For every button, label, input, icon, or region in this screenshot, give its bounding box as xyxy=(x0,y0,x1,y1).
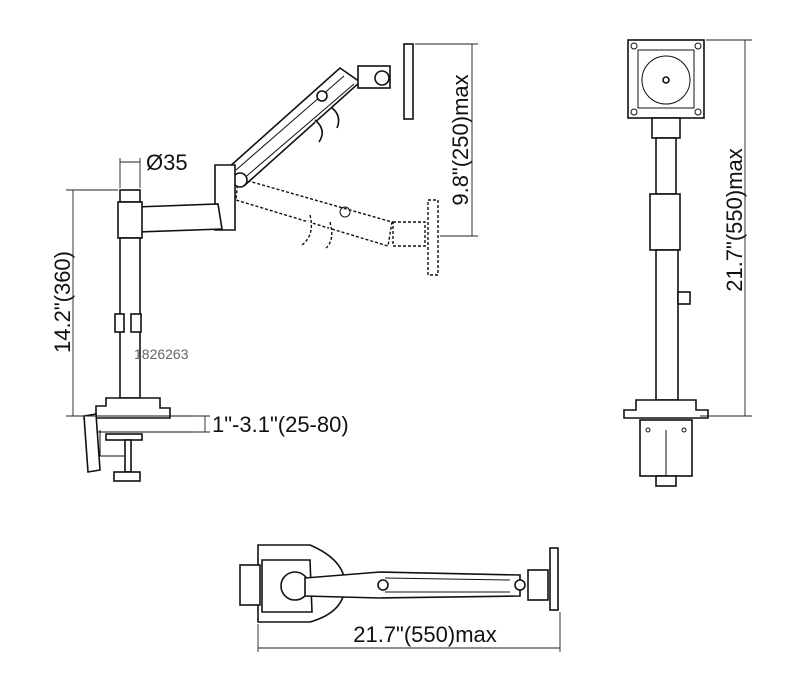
side-view xyxy=(66,43,478,482)
desk-thickness-label: 1"-3.1"(25-80) xyxy=(212,412,349,437)
upper-arm xyxy=(226,43,414,188)
lower-arm-position xyxy=(235,177,439,276)
reach-label: 21.7"(550)max xyxy=(353,622,497,647)
front-height-label: 21.7"(550)max xyxy=(722,148,747,292)
arm-vertical-range-label: 9.8"(250)max xyxy=(448,74,473,205)
watermark: 1826263 xyxy=(134,346,189,362)
top-view xyxy=(239,544,561,652)
pole-height-label: 14.2"(360) xyxy=(50,251,75,353)
pole-diameter-label: Ø35 xyxy=(146,150,188,175)
front-view xyxy=(623,39,752,487)
